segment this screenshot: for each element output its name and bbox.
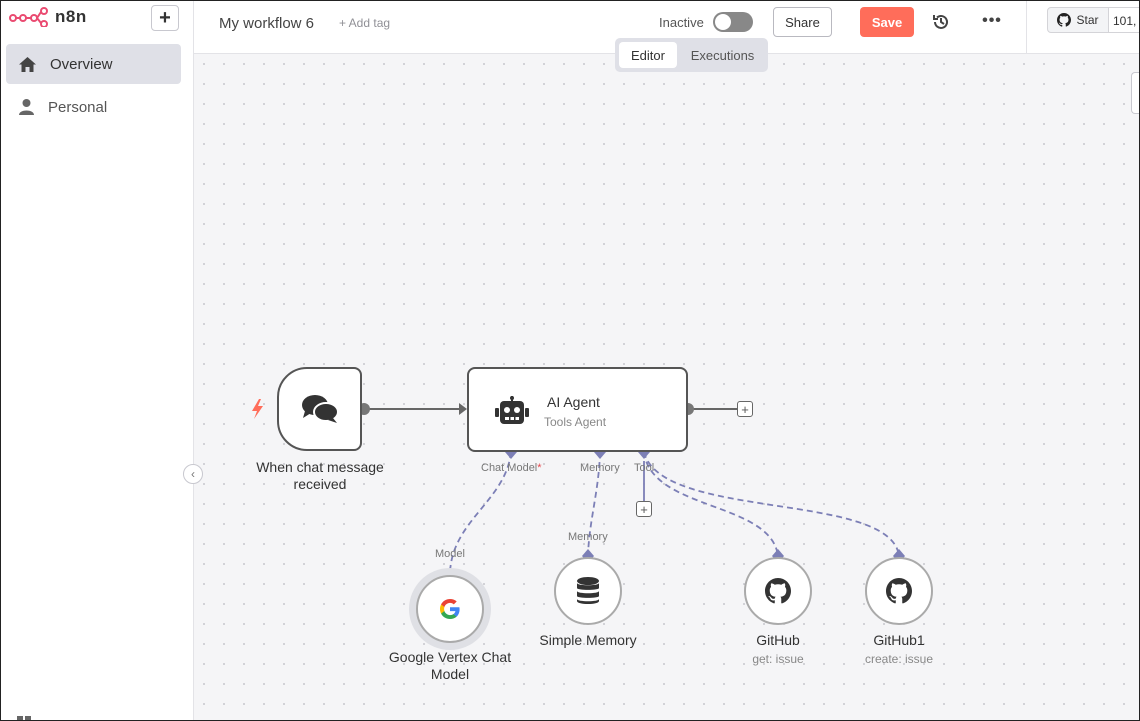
n8n-logo-icon [9, 7, 48, 27]
sidebar-item-overview[interactable]: Overview [6, 44, 181, 84]
chat-bubbles-icon [301, 395, 339, 423]
required-mark: * [537, 462, 542, 474]
chat-model-port-label: Chat Model* [481, 462, 542, 474]
memory-input-label: Memory [568, 531, 608, 543]
sidebar-item-personal[interactable]: Personal [6, 87, 181, 127]
agent-subtitle: Tools Agent [544, 415, 607, 429]
add-tag-link[interactable]: + Add tag [339, 16, 391, 30]
github-node-subtitle: get: issue [752, 652, 804, 666]
history-icon[interactable] [932, 13, 950, 31]
port-label-text: Chat Model [481, 462, 538, 474]
chat-trigger-node[interactable] [277, 367, 362, 451]
sidebar-item-label: Overview [50, 55, 113, 73]
add-button[interactable]: + [151, 5, 179, 31]
star-label: Star [1076, 13, 1099, 27]
add-next-node-button[interactable]: + [737, 401, 753, 417]
more-options-icon[interactable]: ••• [982, 12, 1002, 29]
model-input-label: Model [435, 548, 465, 560]
workflow-name[interactable]: My workflow 6 [219, 15, 315, 32]
github-node-label: GitHub [756, 632, 800, 648]
github1-node-label: GitHub1 [873, 632, 925, 648]
logo[interactable]: n8n [9, 7, 87, 27]
github-icon [765, 578, 791, 604]
github1-node-subtitle: create: issue [864, 652, 934, 666]
status-label: Inactive [659, 15, 704, 30]
user-icon [19, 99, 34, 115]
tab-executions[interactable]: Executions [690, 47, 755, 63]
sidebar-item-label: Personal [48, 98, 108, 116]
app-name: n8n [55, 7, 87, 26]
view-tabs: Editor Executions [615, 38, 768, 72]
chevron-left-icon: ‹ [191, 467, 195, 481]
toggle-knob [715, 14, 731, 30]
google-vertex-node[interactable] [416, 575, 484, 643]
add-tool-button[interactable]: + [636, 501, 652, 517]
tab-editor[interactable]: Editor [619, 42, 677, 68]
google-icon [440, 599, 460, 619]
github-icon [886, 578, 912, 604]
robot-icon [495, 396, 529, 424]
trigger-node-label: When chat message received [256, 459, 384, 492]
active-toggle[interactable] [713, 12, 753, 32]
ai-agent-node[interactable]: AI Agent Tools Agent [467, 367, 688, 452]
agent-title: AI Agent [547, 394, 600, 410]
github-star-button[interactable]: Star [1047, 7, 1109, 33]
github-icon [1057, 13, 1072, 27]
simple-memory-node[interactable] [554, 557, 622, 625]
save-button[interactable]: Save [860, 7, 914, 37]
github-node[interactable] [744, 557, 812, 625]
github1-node[interactable] [865, 557, 933, 625]
sidebar: n8n + Overview Personal [1, 1, 194, 720]
memory-node-label: Simple Memory [539, 632, 637, 648]
templates-icon[interactable] [17, 713, 57, 721]
star-count[interactable]: 101, [1109, 7, 1139, 33]
panel-handle[interactable] [1131, 72, 1139, 114]
home-icon [19, 56, 36, 72]
vertex-node-label: Google Vertex Chat Model [388, 649, 512, 682]
memory-port-label: Memory [580, 462, 620, 474]
divider [1026, 1, 1027, 53]
database-icon [577, 577, 599, 604]
tool-port-label: Tool [634, 462, 655, 474]
share-button[interactable]: Share [773, 7, 832, 37]
collapse-sidebar-button[interactable]: ‹ [183, 464, 203, 484]
